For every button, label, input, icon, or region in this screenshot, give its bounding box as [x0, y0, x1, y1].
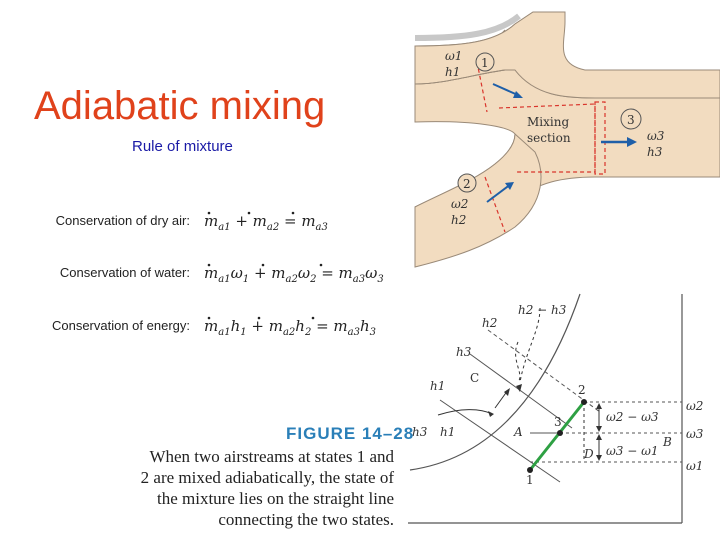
label-point-2: 2	[578, 383, 586, 397]
label-h1: h1	[430, 379, 445, 393]
saturation-curve	[409, 293, 581, 471]
conservation-equations: ma1 + ma2 = ma3 ma1ω1 + ma2ω2 = ma3ω3 ma…	[204, 211, 384, 338]
label-w3: ω3	[686, 427, 704, 441]
label-h1-left: h1	[440, 425, 455, 439]
eq-dry-air: ma1 + ma2 = ma3	[204, 212, 328, 233]
label-h3: h3	[456, 345, 472, 359]
label-point-3: 3	[554, 415, 562, 429]
figure-caption-title: FIGURE 14–28	[286, 424, 415, 443]
eq-label-energy: Conservation of energy:	[51, 318, 190, 333]
stream3-h: h3	[647, 145, 663, 159]
psychrometric-mixing-chart: h2 − h3 h2 h3 C h1 h3 h1 A B D 1 2 3 ω2 …	[408, 293, 704, 524]
label-w3-minus-w1: ω3 − ω1	[606, 444, 659, 458]
eq-water: ma1ω1 + ma2ω2 = ma3ω3	[204, 264, 384, 285]
eq-energy: ma1h1 + ma2h2 = ma3h3	[204, 317, 376, 338]
state-2-number: 2	[463, 177, 471, 191]
state-1-number: 1	[481, 56, 489, 70]
label-B: B	[662, 435, 672, 449]
label-w2-minus-w3: ω2 − ω3	[606, 410, 659, 424]
stream2-omega: ω2	[451, 197, 468, 211]
label-h2: h2	[482, 316, 497, 330]
mixing-section-boundary	[476, 61, 596, 233]
label-D: D	[583, 447, 594, 461]
label-h2-minus-h3: h2 − h3	[518, 303, 567, 317]
caption-line: connecting the two states.	[218, 510, 394, 529]
slide-title: Adiabatic mixing	[34, 84, 326, 128]
stream1-h: h1	[445, 65, 460, 79]
label-C: C	[470, 371, 479, 385]
mixing-label: Mixing	[527, 115, 569, 129]
state-3-number: 3	[627, 113, 635, 127]
stream1-omega: ω1	[445, 49, 462, 63]
mixing-duct-figure: 1 3 2 ω1 h1 ω2 h2 ω3 h3 Mixing section	[414, 11, 720, 268]
point-3	[557, 430, 563, 436]
label-A: A	[513, 425, 523, 439]
label-h3-left: h3	[412, 425, 428, 439]
point-2	[581, 399, 587, 405]
caption-line: the mixture lies on the straight line	[156, 489, 394, 508]
eq-label-water: Conservation of water:	[59, 265, 190, 280]
point-1	[527, 467, 533, 473]
stream3-omega: ω3	[647, 129, 665, 143]
eq-label-dry-air: Conservation of dry air:	[55, 213, 190, 228]
section-label: section	[527, 131, 571, 145]
label-w2: ω2	[686, 399, 703, 413]
mixing-line	[528, 401, 586, 471]
slide-subtitle: Rule of mixture	[132, 138, 233, 155]
figure-caption: When two airstreams at states 1 and 2 ar…	[134, 446, 394, 530]
caption-line: When two airstreams at states 1 and	[149, 447, 394, 466]
label-point-1: 1	[526, 473, 534, 487]
stream2-h: h2	[451, 213, 466, 227]
label-w1: ω1	[686, 459, 703, 473]
caption-line: 2 are mixed adiabatically, the state of	[140, 468, 394, 487]
